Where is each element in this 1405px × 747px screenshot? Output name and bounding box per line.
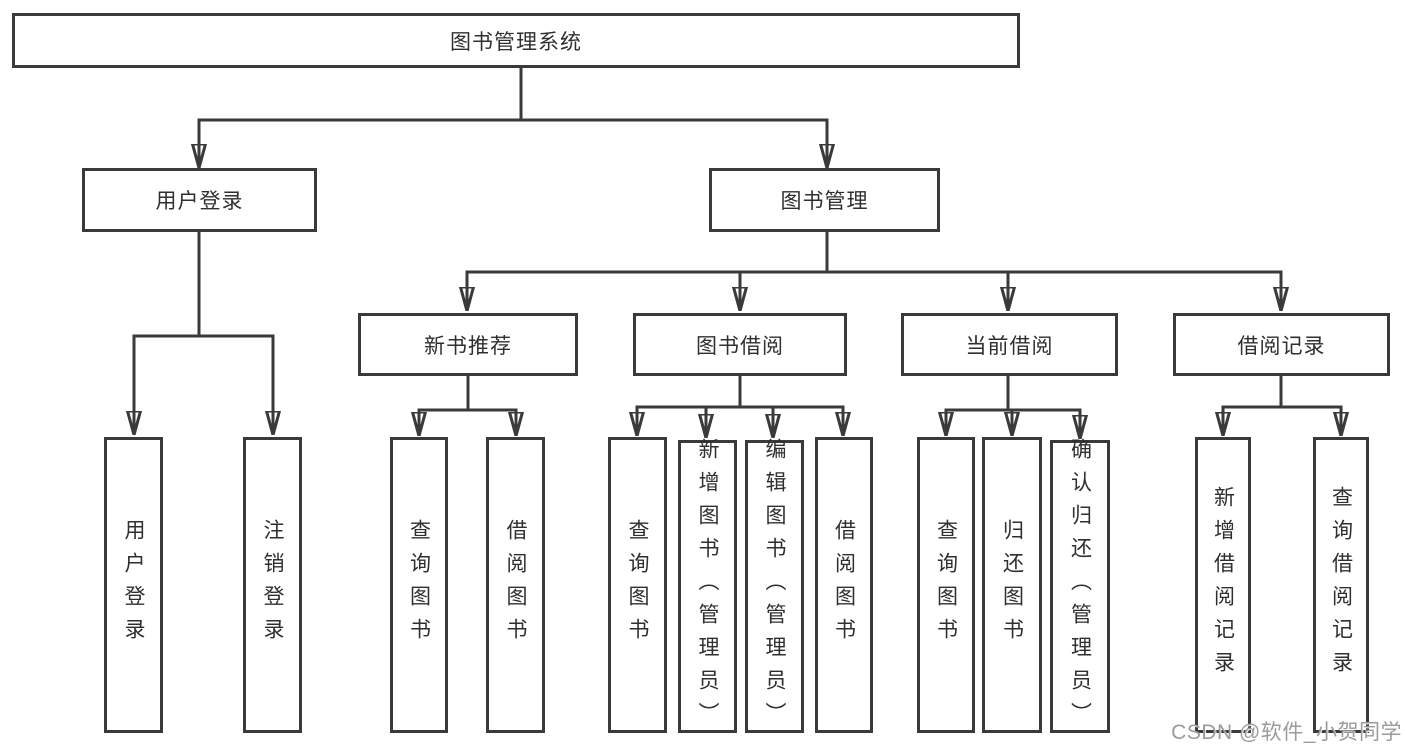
- node-book-management: 图书管理: [709, 168, 940, 232]
- node-user-login-label: 用户登录: [155, 190, 244, 213]
- node-return-book-label: 归还图书: [1000, 519, 1024, 651]
- node-borrow-book-2-label: 借阅图书: [832, 519, 856, 651]
- node-query-book-3-label: 查询图书: [934, 519, 958, 651]
- node-query-book-3: 查询图书: [917, 437, 975, 733]
- node-confirm-return-admin-label: 确认归还（管理员）: [1068, 438, 1092, 735]
- node-borrow-book-1-label: 借阅图书: [504, 519, 527, 651]
- node-edit-book-admin-label: 编辑图书（管理员）: [763, 438, 786, 735]
- node-current-borrow-label: 当前借阅: [965, 334, 1054, 358]
- node-book-borrow-label: 图书借阅: [696, 334, 784, 358]
- node-edit-book-admin: 编辑图书（管理员）: [745, 438, 804, 735]
- node-confirm-return-admin: 确认归还（管理员）: [1050, 438, 1110, 735]
- node-root-label: 图书管理系统: [450, 30, 582, 54]
- node-logout: 注销登录: [243, 437, 302, 733]
- node-user-login-leaf: 用户登录: [104, 437, 163, 733]
- node-query-borrow-record: 查询借阅记录: [1313, 437, 1369, 733]
- node-user-login: 用户登录: [82, 168, 317, 232]
- node-query-borrow-record-label: 查询借阅记录: [1329, 486, 1353, 684]
- node-new-book-recommend: 新书推荐: [358, 313, 578, 376]
- node-root: 图书管理系统: [12, 13, 1020, 68]
- node-borrow-records-label: 借阅记录: [1237, 334, 1326, 358]
- node-add-borrow-record-label: 新增借阅记录: [1211, 486, 1235, 684]
- node-query-book-1: 查询图书: [390, 437, 448, 733]
- node-borrow-book-2: 借阅图书: [815, 437, 873, 733]
- node-return-book: 归还图书: [982, 437, 1042, 733]
- node-query-book-2: 查询图书: [608, 437, 667, 733]
- node-current-borrow: 当前借阅: [901, 313, 1118, 376]
- node-query-book-1-label: 查询图书: [407, 519, 431, 651]
- node-book-management-label: 图书管理: [780, 190, 869, 213]
- node-add-book-admin-label: 新增图书（管理员）: [696, 438, 719, 735]
- node-add-borrow-record: 新增借阅记录: [1195, 437, 1251, 733]
- csdn-watermark: CSDN @软件_小贺同学: [1171, 721, 1402, 744]
- node-query-book-2-label: 查询图书: [626, 519, 649, 651]
- node-user-login-leaf-label: 用户登录: [122, 519, 145, 651]
- node-borrow-records: 借阅记录: [1173, 313, 1390, 376]
- node-borrow-book-1: 借阅图书: [486, 437, 545, 733]
- node-book-borrow: 图书借阅: [633, 313, 847, 376]
- node-add-book-admin: 新增图书（管理员）: [678, 438, 737, 735]
- node-logout-label: 注销登录: [261, 519, 284, 651]
- node-new-book-recommend-label: 新书推荐: [424, 334, 512, 358]
